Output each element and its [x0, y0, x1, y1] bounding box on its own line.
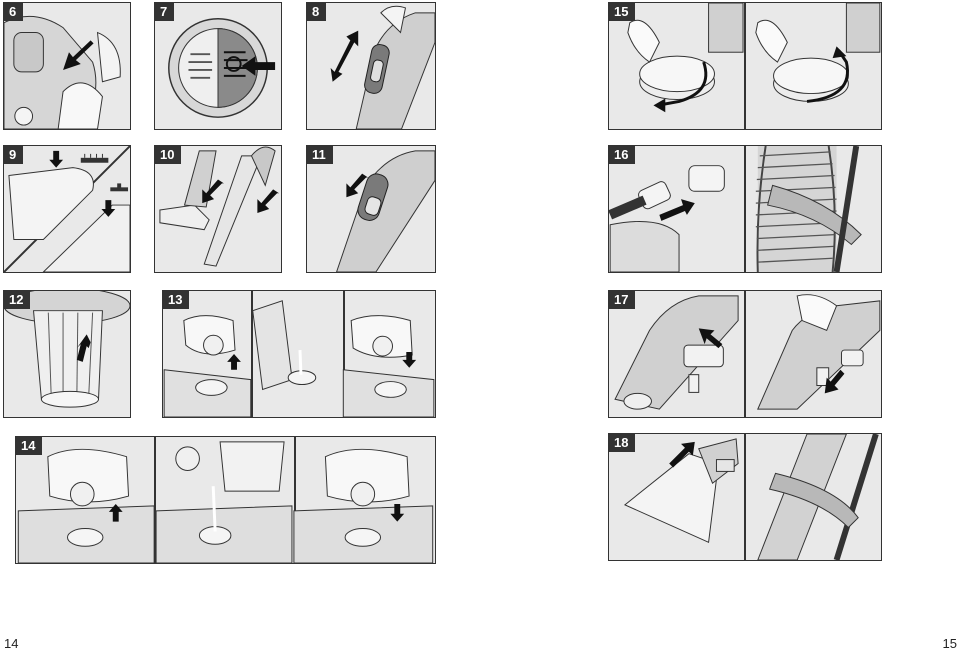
figure-number: 11 [307, 146, 333, 164]
illustration-floor-nozzle [4, 146, 130, 272]
illustration-spray-handle [614, 294, 881, 410]
figure-15: 15 [608, 2, 882, 130]
illustration-float-valve-reinsert [17, 441, 434, 563]
figure-number: 8 [307, 3, 327, 21]
figure-number: 9 [4, 146, 24, 164]
figure-8: 8 [306, 2, 436, 130]
figure-10: 10 [154, 145, 282, 273]
illustration-suction-slider [330, 5, 435, 129]
figure-12: 12 [3, 290, 131, 418]
figure-7: 7 [154, 2, 282, 130]
figure-14: 14 [15, 436, 436, 564]
figure-6: 6 [3, 2, 131, 130]
figure-number: 18 [609, 434, 636, 452]
figure-number: 17 [609, 291, 636, 309]
illustration-rotate-knob [627, 3, 881, 113]
figure-11: 11 [306, 145, 436, 273]
figure-17: 17 [608, 290, 882, 418]
sub-panel-divider [294, 437, 296, 563]
figure-number: 16 [609, 146, 636, 164]
sub-panel-divider [744, 3, 746, 129]
sub-panel-divider [251, 291, 253, 417]
sub-panel-divider [744, 146, 746, 272]
figure-16: 16 [608, 145, 882, 273]
sub-panel-divider [343, 291, 345, 417]
illustration-upholstery-nozzle [623, 434, 879, 560]
illustration-attachments [159, 146, 280, 267]
figure-number: 12 [4, 291, 31, 309]
sub-panel-divider [154, 437, 156, 563]
illustration-float-valve-cleaning [163, 300, 435, 417]
figure-9: 9 [3, 145, 131, 273]
sub-panel-divider [744, 434, 746, 560]
figure-number: 13 [163, 291, 190, 309]
illustration-slider-closed [336, 150, 435, 272]
figure-number: 15 [609, 3, 636, 21]
illustration-filter-basket [4, 291, 130, 408]
figure-number: 14 [16, 437, 43, 455]
illustration-mode-selector [168, 18, 276, 118]
sub-panel-divider [744, 291, 746, 417]
page-number-left: 14 [4, 636, 19, 651]
page-number-right: 15 [942, 636, 957, 651]
figure-number: 7 [155, 3, 175, 21]
illustration-hose-connection [609, 146, 862, 272]
figure-number: 6 [4, 3, 24, 21]
illustration-handle-release [4, 15, 121, 129]
figure-18: 18 [608, 433, 882, 561]
figure-13: 13 [162, 290, 436, 418]
figure-number: 10 [155, 146, 182, 164]
